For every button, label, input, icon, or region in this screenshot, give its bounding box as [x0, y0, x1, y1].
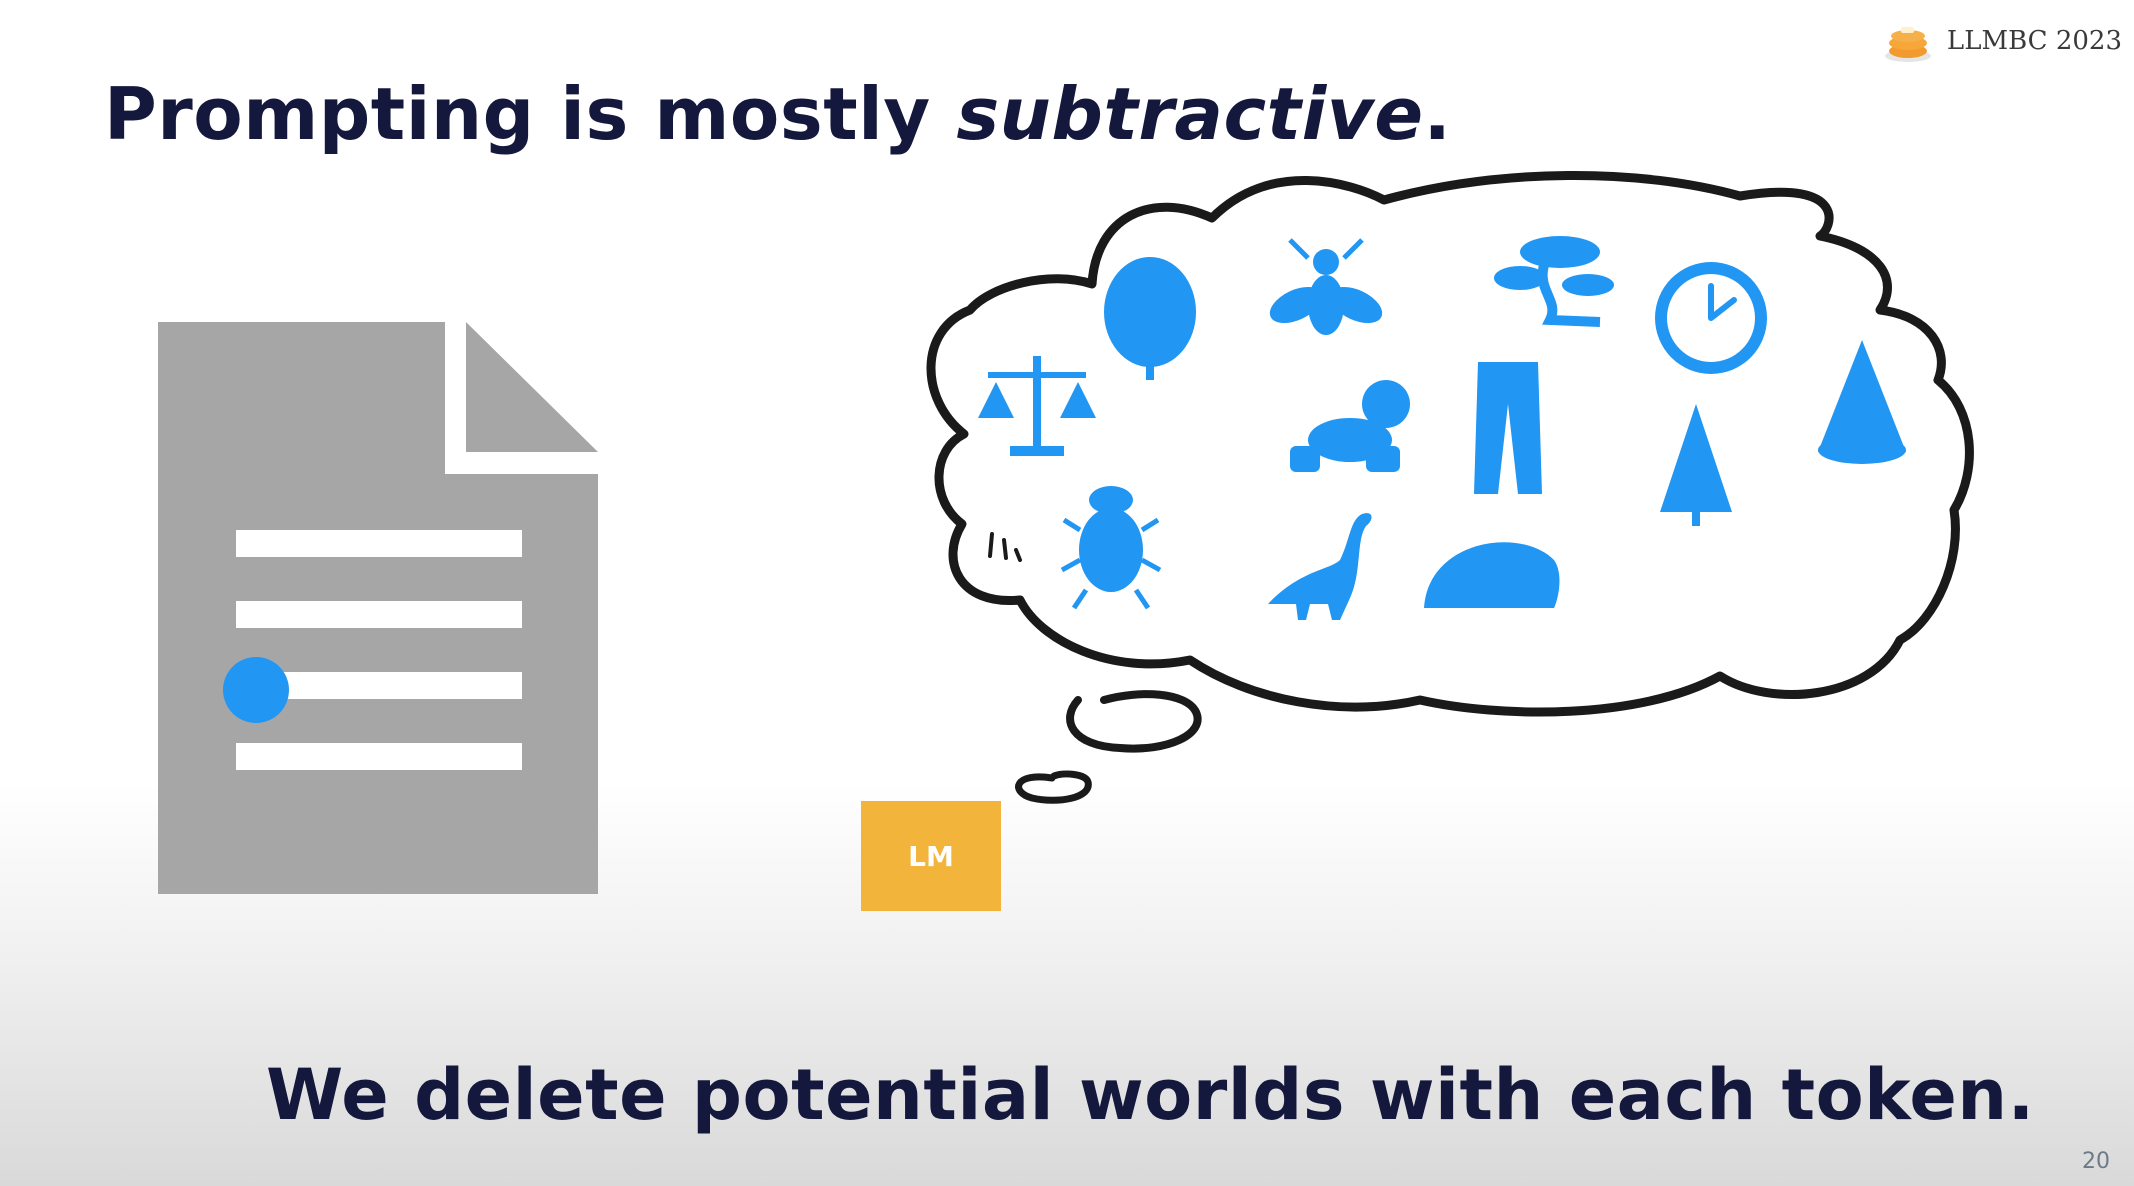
scales-icon: [978, 356, 1096, 456]
pancake-logo-icon: [1884, 27, 1931, 62]
pants-icon: [1474, 362, 1542, 494]
slide-title: Prompting is mostly subtractive.: [104, 72, 1451, 156]
thought-cloud: [926, 171, 1974, 717]
fly-icon: [1269, 238, 1383, 335]
tree-icon: [1104, 257, 1196, 380]
bonsai-icon: [1494, 236, 1614, 327]
baby-icon: [1290, 380, 1410, 472]
title-main: Prompting is mostly: [104, 72, 957, 156]
thought-bubble-large: [1066, 690, 1202, 753]
pine-tree-icon: [1660, 404, 1732, 526]
title-emphasis: subtractive: [956, 72, 1424, 156]
dinosaur-icon: [1268, 513, 1372, 620]
document-icon: [158, 322, 598, 894]
conference-name: LLMBC 2023: [1946, 26, 2122, 56]
clock-icon: [1655, 262, 1767, 374]
cone-icon: [1818, 340, 1906, 464]
title-end: .: [1423, 72, 1452, 156]
slide-subtitle: We delete potential worlds with each tok…: [266, 1054, 2035, 1136]
taco-icon: [1424, 542, 1560, 608]
thought-bubble-small: [1015, 770, 1092, 804]
lm-label: LM: [908, 839, 954, 873]
cursor-dot: [223, 657, 289, 723]
page-number: 20: [2082, 1149, 2110, 1174]
beetle-icon: [1060, 486, 1162, 610]
language-model-box: LM: [861, 801, 1001, 911]
conference-badge: LLMBC 2023: [1883, 18, 2122, 64]
cloud-hatch-marks: [988, 532, 1022, 562]
